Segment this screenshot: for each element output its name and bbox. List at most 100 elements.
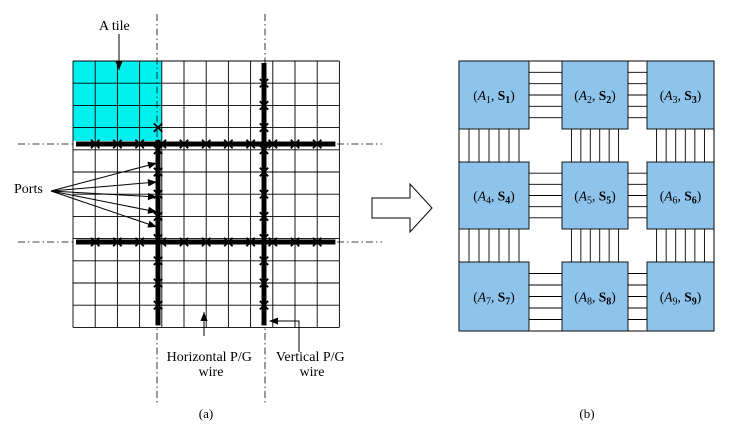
tile-label: (A3, S3) [660, 88, 702, 106]
tile-5: (A5, S5) [561, 161, 629, 230]
port-marker-icon [259, 233, 269, 244]
port-marker-icon [259, 255, 269, 266]
vertical-wire-pointer-head [269, 317, 278, 325]
tile-label-part: A [663, 189, 673, 204]
tile-label-part: , [491, 290, 498, 305]
port-marker-icon [267, 237, 278, 247]
tile-label: (A5, S5) [574, 189, 616, 207]
panel-b: (A1, S1)(A2, S2)(A3, S3)(A4, S4)(A5, S5)… [458, 60, 715, 421]
port-marker-icon [153, 122, 163, 133]
tile-label-part: 7 [505, 297, 510, 308]
tile-label-part: ( [473, 189, 478, 204]
port-marker-icon [259, 144, 269, 155]
port-marker-stroke [259, 78, 269, 89]
port-marker-icon [153, 211, 163, 222]
port-marker-icon [153, 144, 163, 155]
port-marker-icon [112, 139, 123, 149]
tile-label: (A6, S6) [660, 189, 702, 207]
tile-4: (A4, S4) [458, 161, 530, 230]
tile-label-part: A [477, 290, 487, 305]
tile-box [646, 60, 715, 130]
port-marker-icon [153, 233, 163, 244]
port-marker-stroke [290, 139, 300, 149]
tile-label-part: ( [660, 88, 665, 103]
port-marker-stroke [112, 139, 123, 149]
port-marker-icon [112, 237, 123, 247]
tile-label-part: 3 [672, 95, 677, 106]
tile-label-part: 2 [606, 95, 611, 106]
horizontal-wire-label-line2: wire [199, 365, 224, 380]
tile-label-part: S [498, 290, 506, 305]
port-marker-icon [90, 139, 101, 149]
tile-label: (A2, S2) [574, 88, 616, 106]
tile-label-part: A [477, 88, 487, 103]
port-marker-icon [153, 300, 163, 311]
tile-label-part: ( [574, 290, 579, 305]
tile-label-part: 4 [505, 196, 510, 207]
tile-label-part: S [684, 189, 692, 204]
tile-box [646, 261, 715, 332]
port-marker-icon [259, 300, 269, 311]
tile-label-part: ) [611, 88, 616, 103]
port-marker-icon [201, 237, 212, 247]
vertical-wire-label-line1: Vertical P/G [276, 350, 345, 365]
port-marker-stroke [312, 139, 323, 149]
tile-box [561, 161, 629, 230]
tile-label: (A9, S9) [660, 290, 702, 308]
port-marker-icon [134, 139, 145, 149]
tile-label-part: S [599, 290, 607, 305]
tile-label-part: ) [611, 189, 616, 204]
tile-box [458, 261, 530, 332]
port-marker-icon [259, 211, 269, 222]
tile-label-part: S [498, 88, 506, 103]
tile-label-part: 5 [587, 196, 592, 207]
tile-label-part: 1 [505, 95, 510, 106]
port-marker-stroke [156, 139, 167, 149]
port-marker-icon [312, 139, 323, 149]
port-marker-icon [312, 237, 323, 247]
vertical-wire-label: Vertical P/G wire [276, 350, 348, 380]
tile-label-part: S [498, 189, 506, 204]
tile-label-part: 5 [606, 196, 611, 207]
port-marker-icon [223, 139, 234, 149]
port-pointer-arrow [50, 181, 158, 192]
tile-label: A tile [99, 19, 130, 34]
port-pointer-arrow-head [147, 206, 157, 214]
port-pointer-arrow [50, 190, 158, 228]
tile-label-part: , [592, 88, 599, 103]
tile-label-part: ) [697, 290, 702, 305]
tile-8: (A8, S8) [561, 261, 629, 332]
port-marker-stroke [267, 237, 278, 247]
tile-label-part: ( [574, 88, 579, 103]
port-marker-icon [259, 122, 269, 133]
port-marker-stroke [312, 237, 323, 247]
tile-label: (A1, S1) [473, 88, 515, 106]
tile-label: (A7, S7) [473, 290, 515, 308]
port-marker-icon [259, 78, 269, 89]
tile-label-part: 9 [692, 297, 697, 308]
tile-label-part: 6 [672, 196, 677, 207]
tile-box [561, 261, 629, 332]
tile-label-part: S [599, 88, 607, 103]
tile-label-part: ) [611, 290, 616, 305]
port-marker-stroke [153, 300, 163, 311]
port-marker-stroke [153, 233, 163, 244]
port-pointer-arrow [50, 190, 158, 198]
tile-label-part: , [491, 189, 498, 204]
tile-label-part: S [684, 88, 692, 103]
port-marker-stroke [223, 139, 234, 149]
port-marker-stroke [245, 237, 256, 247]
tile-label-part: ) [697, 189, 702, 204]
tile-label-part: , [677, 88, 684, 103]
port-marker-icon [153, 278, 163, 288]
port-marker-stroke [134, 237, 145, 247]
port-markers [90, 78, 323, 311]
port-marker-icon [245, 139, 256, 149]
port-marker-stroke [153, 122, 163, 133]
horizontal-wire-pointer-arrow-head [200, 312, 208, 321]
tile-label-part: 1 [486, 95, 491, 106]
port-marker-stroke [259, 189, 269, 200]
port-marker-icon [156, 139, 167, 149]
